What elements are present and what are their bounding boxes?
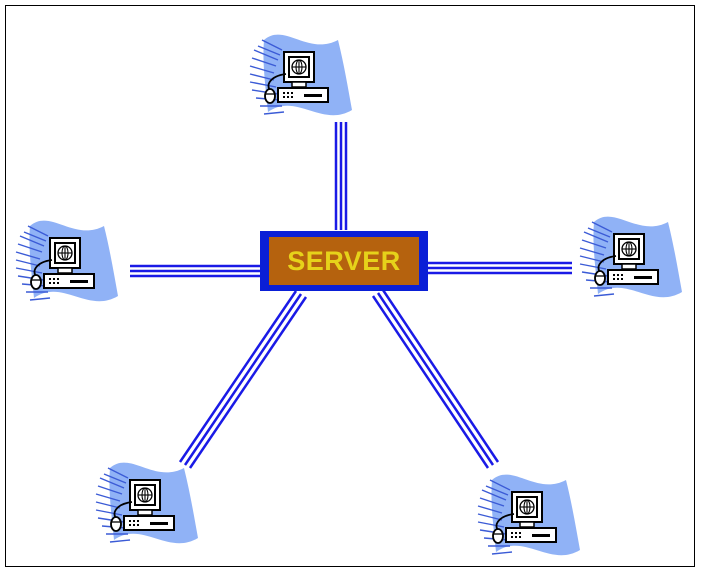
link-top [334,122,348,230]
client-computer-left [15,219,119,303]
client-computer-bottom-left [95,461,199,545]
server-node: SERVER [260,231,428,291]
client-computer-top [249,33,353,117]
link-bottom-left [178,290,308,469]
link-left [130,264,262,278]
link-right [428,261,572,275]
client-computer-bottom-right [477,473,581,557]
server-label: SERVER [269,237,419,285]
link-bottom-right [371,289,500,469]
client-computer-right [579,215,683,299]
